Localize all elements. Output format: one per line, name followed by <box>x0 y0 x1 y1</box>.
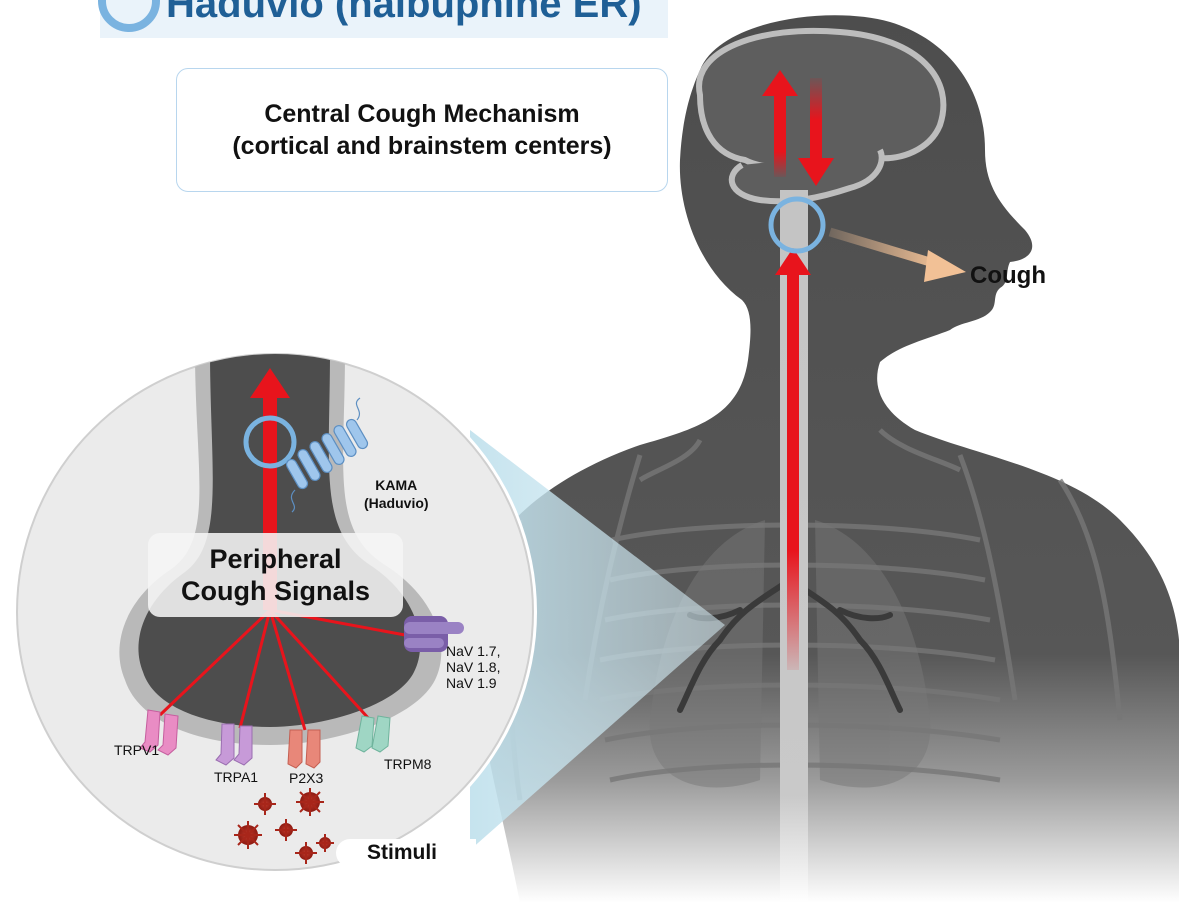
central-mechanism-label: Central Cough Mechanism (cortical and br… <box>232 98 611 162</box>
page-title: Haduvio (nalbuphine ER) <box>166 0 642 30</box>
central-mechanism-box: Central Cough Mechanism (cortical and br… <box>176 68 668 192</box>
nav-channels-label: NaV 1.7, NaV 1.8, NaV 1.9 <box>446 643 500 691</box>
kama-label: KAMA (Haduvio) <box>364 476 429 512</box>
trpm8-label: TRPM8 <box>384 756 431 772</box>
trpv1-label: TRPV1 <box>114 742 159 758</box>
brain-up-signal-bar <box>774 92 786 177</box>
stimuli-label: Stimuli <box>367 839 437 867</box>
ascending-signal-bar <box>787 270 799 670</box>
cough-label: Cough <box>970 262 1046 290</box>
trpm8-receptor-icon <box>356 716 390 752</box>
brain-down-signal-bar <box>810 78 822 163</box>
peripheral-signals-label: Peripheral Cough Signals <box>181 543 370 607</box>
peripheral-signals-box: Peripheral Cough Signals <box>148 533 403 617</box>
p2x3-label: P2X3 <box>289 770 323 786</box>
trpa1-label: TRPA1 <box>214 769 258 785</box>
